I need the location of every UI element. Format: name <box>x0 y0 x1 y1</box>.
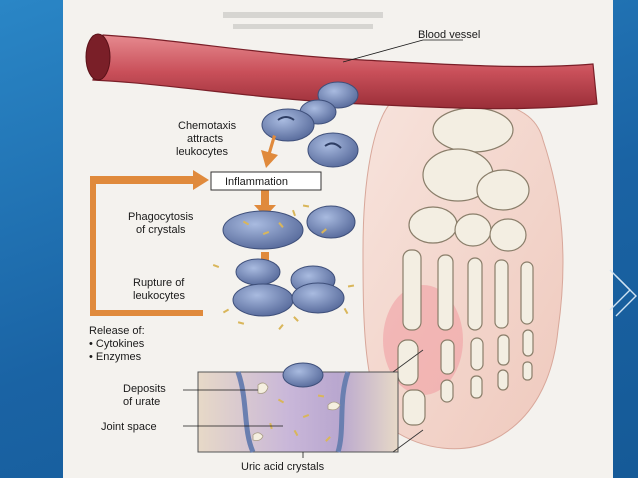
bone <box>467 257 483 331</box>
bone <box>408 206 458 244</box>
leukocyte <box>232 283 294 317</box>
leukocyte <box>307 132 359 168</box>
bone <box>497 369 509 391</box>
vessel-opening <box>85 33 111 81</box>
bone <box>402 389 426 426</box>
bone <box>494 259 509 329</box>
label-chemotaxis-2: attracts <box>187 133 224 145</box>
label-phagocytosis-2: of crystals <box>136 224 186 236</box>
label-deposits-1: Deposits <box>123 383 166 395</box>
bone <box>520 261 534 325</box>
foot-illustration <box>362 97 564 450</box>
chevron-icon <box>609 269 631 311</box>
label-uric-acid: Uric acid crystals <box>241 461 325 473</box>
arrow-down <box>254 190 276 217</box>
bone <box>432 107 514 153</box>
diagram-panel: Blood vessel Chemotaxis attracts leukocy… <box>63 0 613 478</box>
bone <box>470 337 484 371</box>
label-joint-space: Joint space <box>101 421 157 433</box>
label-chemotaxis-1: Chemotaxis <box>178 120 237 132</box>
bone <box>440 379 454 403</box>
leukocyte <box>282 362 324 388</box>
leukocyte <box>261 108 315 142</box>
phagocytosis-cells <box>222 204 356 250</box>
ruptured-leukocytes <box>212 258 355 330</box>
bone <box>522 361 533 381</box>
label-rupture-1: Rupture of <box>133 277 185 289</box>
label-inflammation: Inflammation <box>225 176 288 188</box>
leukocyte <box>235 258 281 286</box>
label-release-title: Release of: <box>89 325 145 337</box>
chevron-icon <box>615 275 637 317</box>
bone <box>437 254 454 331</box>
leukocytes-chemotaxis <box>261 81 359 168</box>
bone <box>470 375 483 399</box>
bone <box>476 169 530 211</box>
arrow-down <box>261 135 278 168</box>
blood-vessel <box>85 33 598 110</box>
bone <box>402 249 422 331</box>
label-chemotaxis-3: leukocytes <box>176 146 228 158</box>
bone <box>397 339 419 386</box>
inflammation-box <box>210 171 322 191</box>
joint-cross-section <box>183 349 424 458</box>
leukocyte <box>291 282 345 314</box>
label-phagocytosis-1: Phagocytosis <box>128 211 194 223</box>
bone <box>489 218 527 252</box>
bone <box>454 213 492 247</box>
gout-diagram: Blood vessel Chemotaxis attracts leukocy… <box>85 12 598 473</box>
label-deposits-2: of urate <box>123 396 160 408</box>
background-text <box>223 12 383 29</box>
label-blood-vessel: Blood vessel <box>418 29 480 41</box>
bone <box>522 329 534 357</box>
leukocyte <box>306 205 356 239</box>
slide-decoration <box>609 269 637 317</box>
feedback-arrow <box>90 170 209 316</box>
label-release-item: • Enzymes <box>89 351 142 363</box>
bone <box>440 339 455 375</box>
label-rupture-2: leukocytes <box>133 290 185 302</box>
leukocyte <box>222 210 304 250</box>
bone <box>497 334 510 366</box>
label-release-item: • Cytokines <box>89 338 145 350</box>
